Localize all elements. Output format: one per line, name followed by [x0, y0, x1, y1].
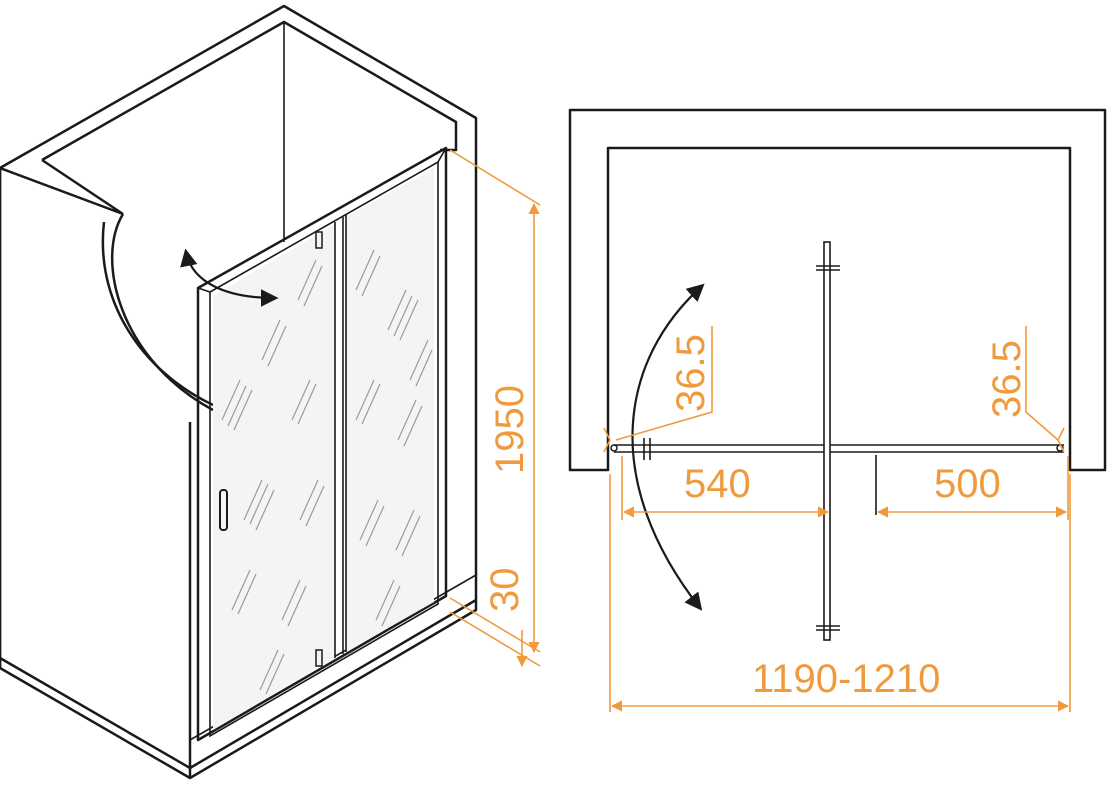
- plan-walls: [568, 108, 1107, 472]
- gap-right-label: 36.5: [985, 340, 1029, 418]
- left-wall-return: [0, 158, 124, 216]
- niche-wall-outline: [0, 4, 478, 780]
- height-dimension: [449, 149, 541, 668]
- swing-arrow-icon: [180, 248, 279, 307]
- base-plinth: [0, 598, 477, 770]
- left-wall-curve-inner: [101, 221, 214, 407]
- tray-label: 30: [483, 568, 527, 613]
- isometric-view: 1950 30: [0, 4, 541, 780]
- door-frame: [196, 146, 448, 742]
- gap-left-label: 36.5: [669, 334, 713, 412]
- height-label: 1950: [488, 385, 532, 474]
- fixed-panel-label: 500: [934, 462, 1001, 506]
- glass-texture: [221, 249, 433, 695]
- plan-glass-profile: [614, 444, 1064, 453]
- plan-swing-arc-icon: [631, 283, 705, 611]
- left-wall-front-edge: [0, 168, 192, 778]
- door-width-label: 540: [684, 462, 751, 506]
- left-wall-curve: [110, 213, 214, 412]
- niche-top-rim: [41, 20, 458, 162]
- door-handle-icon: [219, 489, 228, 531]
- plan-view: 36.5 36.5 540 500 1190-1210: [568, 108, 1107, 712]
- total-width-label: 1190-1210: [752, 657, 940, 701]
- plan-door-leaf: [816, 241, 877, 641]
